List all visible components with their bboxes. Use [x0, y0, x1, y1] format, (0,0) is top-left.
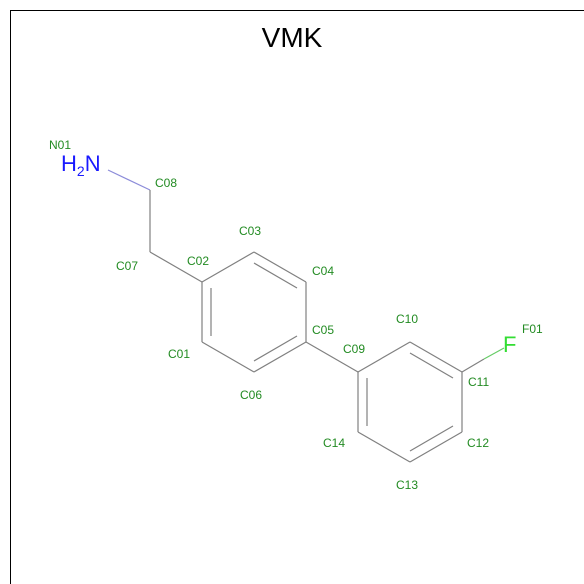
bond-inner-c12-c13	[409, 425, 454, 452]
atom-labels: N01 C08 C03 C07 C02 C04 C05 C10 F01 C09 …	[49, 138, 543, 492]
bond-c11-f01-colored	[483, 347, 505, 360]
atom-label-c13: C13	[396, 478, 418, 492]
bonds	[107, 169, 505, 463]
bond-c02-c03	[201, 251, 255, 283]
atom-label-c09: C09	[343, 342, 365, 356]
atom-label-c03: C03	[239, 224, 261, 238]
bond-c03-c04	[253, 251, 307, 283]
bond-c06-c01	[201, 341, 255, 373]
atom-label-c01: C01	[168, 347, 190, 361]
atom-label-c11: C11	[468, 375, 489, 389]
fluorine-symbol: F	[503, 332, 516, 357]
bond-c05-c09	[305, 341, 359, 373]
nitrogen-symbol: H2N	[61, 151, 101, 179]
bond-c09-c10	[357, 341, 411, 373]
atom-label-c14: C14	[323, 436, 345, 450]
bond-inner-c05-c06	[253, 335, 298, 362]
atom-label-c02: C02	[187, 254, 209, 268]
molecule-title: VMK	[261, 22, 323, 53]
bond-c13-c14	[357, 431, 411, 463]
bond-c05-c06	[253, 341, 307, 373]
bond-c07-c02	[149, 251, 203, 283]
bond-inner-c10-c11	[409, 352, 454, 379]
atom-label-c04: C04	[312, 264, 334, 278]
atom-label-c10: C10	[396, 312, 418, 326]
element-symbols: H2N F	[61, 151, 516, 357]
bond-c11-f01	[461, 358, 485, 373]
bond-inner-c03-c04	[253, 262, 298, 289]
atom-label-c12: C12	[467, 436, 489, 450]
diagram-frame	[10, 10, 584, 584]
atom-label-n01: N01	[49, 138, 71, 152]
atom-label-c08: C08	[155, 176, 177, 190]
bond-c12-c13	[409, 431, 463, 463]
bond-c10-c11	[409, 341, 463, 373]
bond-n01-c08	[107, 169, 151, 191]
atom-label-c07: C07	[116, 259, 138, 273]
atom-label-c06: C06	[240, 388, 262, 402]
atom-label-f01: F01	[522, 322, 543, 336]
atom-label-c05: C05	[312, 323, 334, 337]
